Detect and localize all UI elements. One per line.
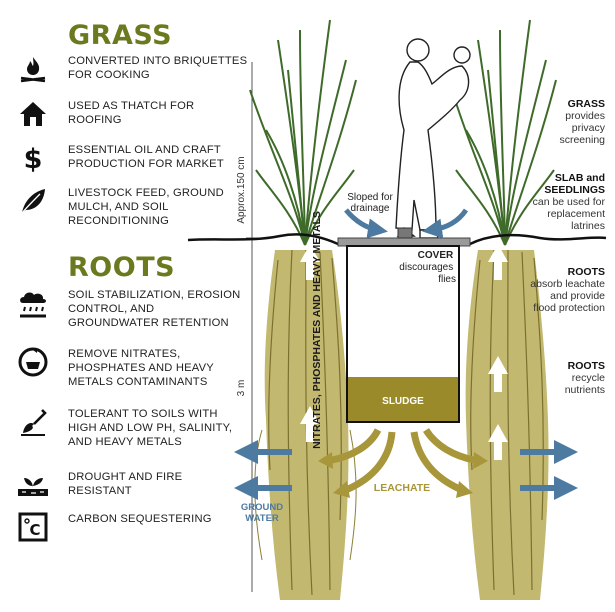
nitrates-label: NITRATES, PHOSPHATES AND HEAVY METALS bbox=[311, 211, 323, 449]
right-label-slab: SLAB and SEEDLINGS can be used for repla… bbox=[532, 172, 605, 232]
grass-item-oil: $ ESSENTIAL OIL AND CRAFT PRODUCTION FOR… bbox=[16, 141, 248, 175]
roots-item-text: DROUGHT AND FIRE RESISTANT bbox=[68, 471, 183, 497]
svg-text:C: C bbox=[29, 521, 40, 539]
carbon-icon: C bbox=[16, 510, 50, 544]
left-root-mass bbox=[254, 249, 357, 600]
roots-item-carbon: C CARBON SEQUESTERING bbox=[16, 510, 248, 544]
roots-item-stabilization: SOIL STABILIZATION, EROSION CONTROL, AND… bbox=[16, 286, 248, 330]
filter-cycle-icon bbox=[16, 345, 50, 379]
slope-arrow-right bbox=[422, 208, 469, 239]
grass-item-text: ESSENTIAL OIL AND CRAFT PRODUCTION FOR M… bbox=[68, 144, 224, 170]
grass-item-thatch: USED AS THATCH FOR ROOFING bbox=[16, 97, 248, 131]
leachate-label: LEACHATE bbox=[374, 482, 430, 494]
person-figure bbox=[395, 38, 471, 239]
height-bottom-label: 3 m bbox=[236, 380, 247, 397]
right-label-roots-recycle: ROOTS recycle nutrients bbox=[564, 360, 605, 396]
svg-text:$: $ bbox=[24, 144, 43, 173]
dollar-icon: $ bbox=[16, 141, 50, 175]
sludge-label: SLUDGE bbox=[382, 396, 424, 407]
nutrient-up-arrows bbox=[300, 244, 508, 460]
shovel-icon bbox=[16, 405, 50, 439]
grass-item-text: CONVERTED INTO BRIQUETTES FOR COOKING bbox=[68, 55, 248, 81]
roots-heading: ROOTS bbox=[68, 252, 176, 283]
groundwater-arrows bbox=[234, 440, 578, 500]
latrine-slab bbox=[337, 237, 471, 247]
grass-item-feed: LIVESTOCK FEED, GROUND MULCH, AND SOIL R… bbox=[16, 184, 248, 228]
fire-icon bbox=[16, 52, 50, 86]
roots-item-text: TOLERANT TO SOILS WITH HIGH AND LOW PH, … bbox=[68, 408, 233, 448]
rain-cloud-icon bbox=[16, 286, 50, 320]
house-icon bbox=[16, 97, 50, 131]
roots-item-text: CARBON SEQUESTERING bbox=[68, 513, 212, 525]
cover-label: COVER discourages flies bbox=[399, 250, 456, 285]
slope-arrow-left bbox=[344, 208, 388, 239]
sprout-icon bbox=[16, 468, 50, 502]
benefits-panel: GRASS CONVERTED INTO BRIQUETTES FOR COOK… bbox=[0, 0, 250, 612]
right-label-roots-absorb: ROOTS absorb leachate and provide flood … bbox=[530, 266, 605, 314]
roots-item-drought: DROUGHT AND FIRE RESISTANT bbox=[16, 468, 248, 502]
height-top-label: Approx.150 cm bbox=[236, 156, 247, 223]
grass-item-text: LIVESTOCK FEED, GROUND MULCH, AND SOIL R… bbox=[68, 187, 224, 227]
leaf-icon bbox=[16, 184, 50, 218]
left-grass-tuft bbox=[249, 19, 357, 246]
grass-heading: GRASS bbox=[68, 20, 173, 51]
right-label-grass: GRASS provides privacy screening bbox=[559, 98, 605, 146]
leachate-arrows bbox=[331, 428, 475, 494]
roots-item-text: SOIL STABILIZATION, EROSION CONTROL, AND… bbox=[68, 289, 241, 329]
grass-item-text: USED AS THATCH FOR ROOFING bbox=[68, 100, 195, 126]
roots-item-text: REMOVE NITRATES, PHOSPHATES AND HEAVY ME… bbox=[68, 348, 214, 388]
leachate-arrowheads bbox=[318, 452, 488, 498]
grass-item-briquettes: CONVERTED INTO BRIQUETTES FOR COOKING bbox=[16, 52, 248, 86]
sludge-layer bbox=[348, 377, 458, 421]
roots-item-remove: REMOVE NITRATES, PHOSPHATES AND HEAVY ME… bbox=[16, 345, 248, 389]
roots-item-tolerant: TOLERANT TO SOILS WITH HIGH AND LOW PH, … bbox=[16, 405, 248, 449]
right-root-mass bbox=[465, 249, 549, 600]
slab-vent bbox=[397, 227, 413, 239]
